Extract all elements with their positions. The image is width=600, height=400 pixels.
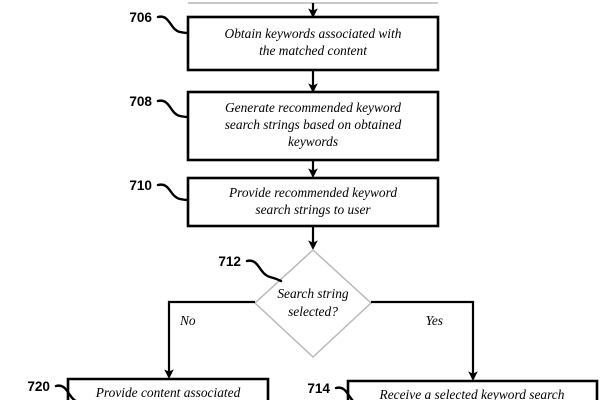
branch-no [164, 300, 255, 379]
node-708-line-3: keywords [288, 134, 338, 149]
node-714-line-1: Receive a selected keyword search [379, 387, 565, 400]
node-720-line-1: Provide content associated [95, 385, 241, 400]
leader-710 [156, 183, 190, 202]
node-714-box [346, 379, 599, 400]
node-706-line-1: Obtain keywords associated with [225, 26, 402, 41]
node-708[interactable]: Generate recommended keyword search stri… [186, 90, 440, 162]
node-710-line-2: search strings to user [255, 202, 371, 217]
leader-706 [156, 15, 190, 35]
node-708-line-2: search strings based on obtained [225, 117, 402, 132]
node-706[interactable]: Obtain keywords associated with the matc… [186, 15, 440, 72]
connector-top-to-706 [308, 3, 318, 18]
node-712-diamond [253, 248, 373, 359]
ref-label-706: 706 [129, 10, 152, 25]
ref-label-714: 714 [307, 381, 330, 396]
ref-label-710: 710 [129, 178, 152, 193]
node-710[interactable]: Provide recommended keyword search strin… [186, 176, 440, 228]
ref-label-720: 720 [27, 379, 50, 394]
node-712-line-1: Search string [277, 286, 349, 301]
connector-708-to-710 [308, 160, 318, 178]
node-710-box [186, 176, 440, 228]
node-714[interactable]: Receive a selected keyword search [346, 379, 599, 400]
leader-714 [334, 386, 354, 400]
node-706-line-2: the matched content [259, 43, 367, 58]
connector-710-to-712 [308, 226, 318, 250]
node-710-line-1: Provide recommended keyword [228, 185, 397, 200]
node-708-line-1: Generate recommended keyword [225, 100, 401, 115]
branch-yes [371, 300, 478, 381]
node-712[interactable]: Search string selected? [253, 248, 373, 359]
node-712-line-2: selected? [288, 304, 338, 319]
node-720[interactable]: Provide content associated [66, 377, 270, 400]
ref-label-708: 708 [129, 94, 152, 109]
leader-720 [54, 384, 77, 400]
ref-label-712: 712 [218, 254, 241, 269]
node-706-box [186, 15, 440, 72]
branch-label-yes: Yes [426, 313, 443, 328]
node-720-box [66, 377, 270, 400]
leader-712 [245, 259, 283, 283]
branch-label-no: No [179, 313, 196, 328]
connector-706-to-708 [308, 70, 318, 93]
leader-708 [156, 99, 190, 119]
